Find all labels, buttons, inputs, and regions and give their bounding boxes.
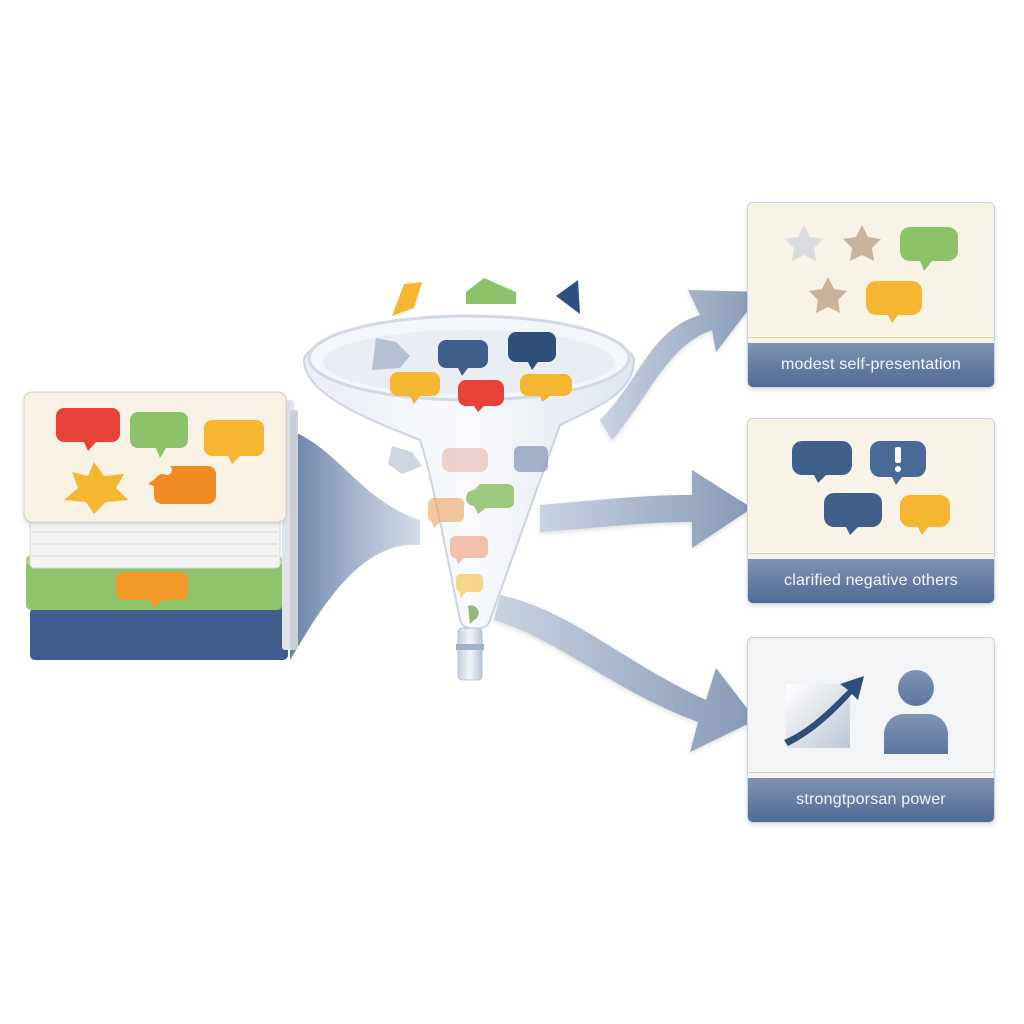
output-card-power-caption: strongt͏porsan power	[748, 778, 994, 822]
output-card-negative: clarified negative others	[747, 418, 995, 604]
funnel-navy-bubble-1	[438, 340, 488, 376]
modest-icons	[785, 225, 958, 323]
red-speech-bubble-icon	[56, 408, 120, 451]
funnel	[302, 278, 636, 681]
inflow-band	[290, 430, 420, 660]
speech-bubble-icon	[900, 227, 958, 271]
funnel-fade-green-drop	[468, 605, 479, 624]
green-speech-bubble-icon	[130, 412, 188, 458]
stack-hidden-bubble	[116, 572, 188, 608]
funnel-fade-salmon-bubble	[450, 536, 488, 564]
funnel-fade-navy-bubble	[514, 446, 548, 472]
funnel-fade-green-bubble	[466, 484, 514, 514]
output-arrow-bottom	[494, 595, 756, 752]
output-card-power: strongt͏porsan power	[747, 637, 995, 823]
star-icon	[843, 225, 881, 261]
output-card-modest-caption: modest self-presentation	[748, 343, 994, 387]
funnel-faded-bubble	[372, 338, 410, 370]
funnel-fade-yellow-bubble	[455, 573, 483, 598]
output-arrow-top	[600, 290, 762, 440]
output-card-modest: modest self-presentation	[747, 202, 995, 388]
negative-icons	[792, 441, 950, 535]
power-icons	[784, 670, 948, 754]
star-icon	[785, 225, 823, 261]
star-icon	[809, 277, 847, 313]
output-card-negative-art	[748, 419, 994, 554]
source-card-stack	[23, 391, 298, 660]
funnel-fade-orange-bubble	[427, 498, 464, 528]
speech-bubble-icon	[824, 493, 882, 535]
speech-bubble-icon	[900, 495, 950, 535]
speech-bubble-icon	[792, 441, 852, 483]
yellow-speech-bubble-icon	[204, 420, 264, 464]
funnel-yellow-bubble-1	[390, 372, 440, 404]
trend-arrow-icon	[784, 676, 864, 746]
funnel-yellow-bubble-2	[520, 374, 572, 402]
person-icon	[884, 714, 948, 754]
output-arrow-middle	[540, 470, 752, 548]
output-card-modest-art	[748, 203, 994, 338]
speech-bubble-icon	[866, 281, 922, 323]
orange-speech-bubble-icon	[148, 466, 216, 504]
falling-yellow-shape	[392, 282, 422, 316]
exclamation-dot	[895, 466, 901, 472]
falling-green-shape	[466, 278, 516, 304]
funnel-navy-bubble-2	[508, 332, 556, 370]
output-card-negative-caption: clarified negative others	[748, 559, 994, 603]
funnel-fade-pink-bubble	[441, 448, 488, 472]
funnel-red-bubble	[458, 380, 504, 412]
exclamation-mark	[895, 447, 901, 463]
falling-navy-shape	[556, 280, 580, 314]
output-card-power-art	[748, 638, 994, 773]
funnel-fade-grey-bubble	[388, 446, 422, 474]
starburst-bubble-icon	[64, 462, 128, 514]
person-icon-head	[898, 670, 934, 706]
